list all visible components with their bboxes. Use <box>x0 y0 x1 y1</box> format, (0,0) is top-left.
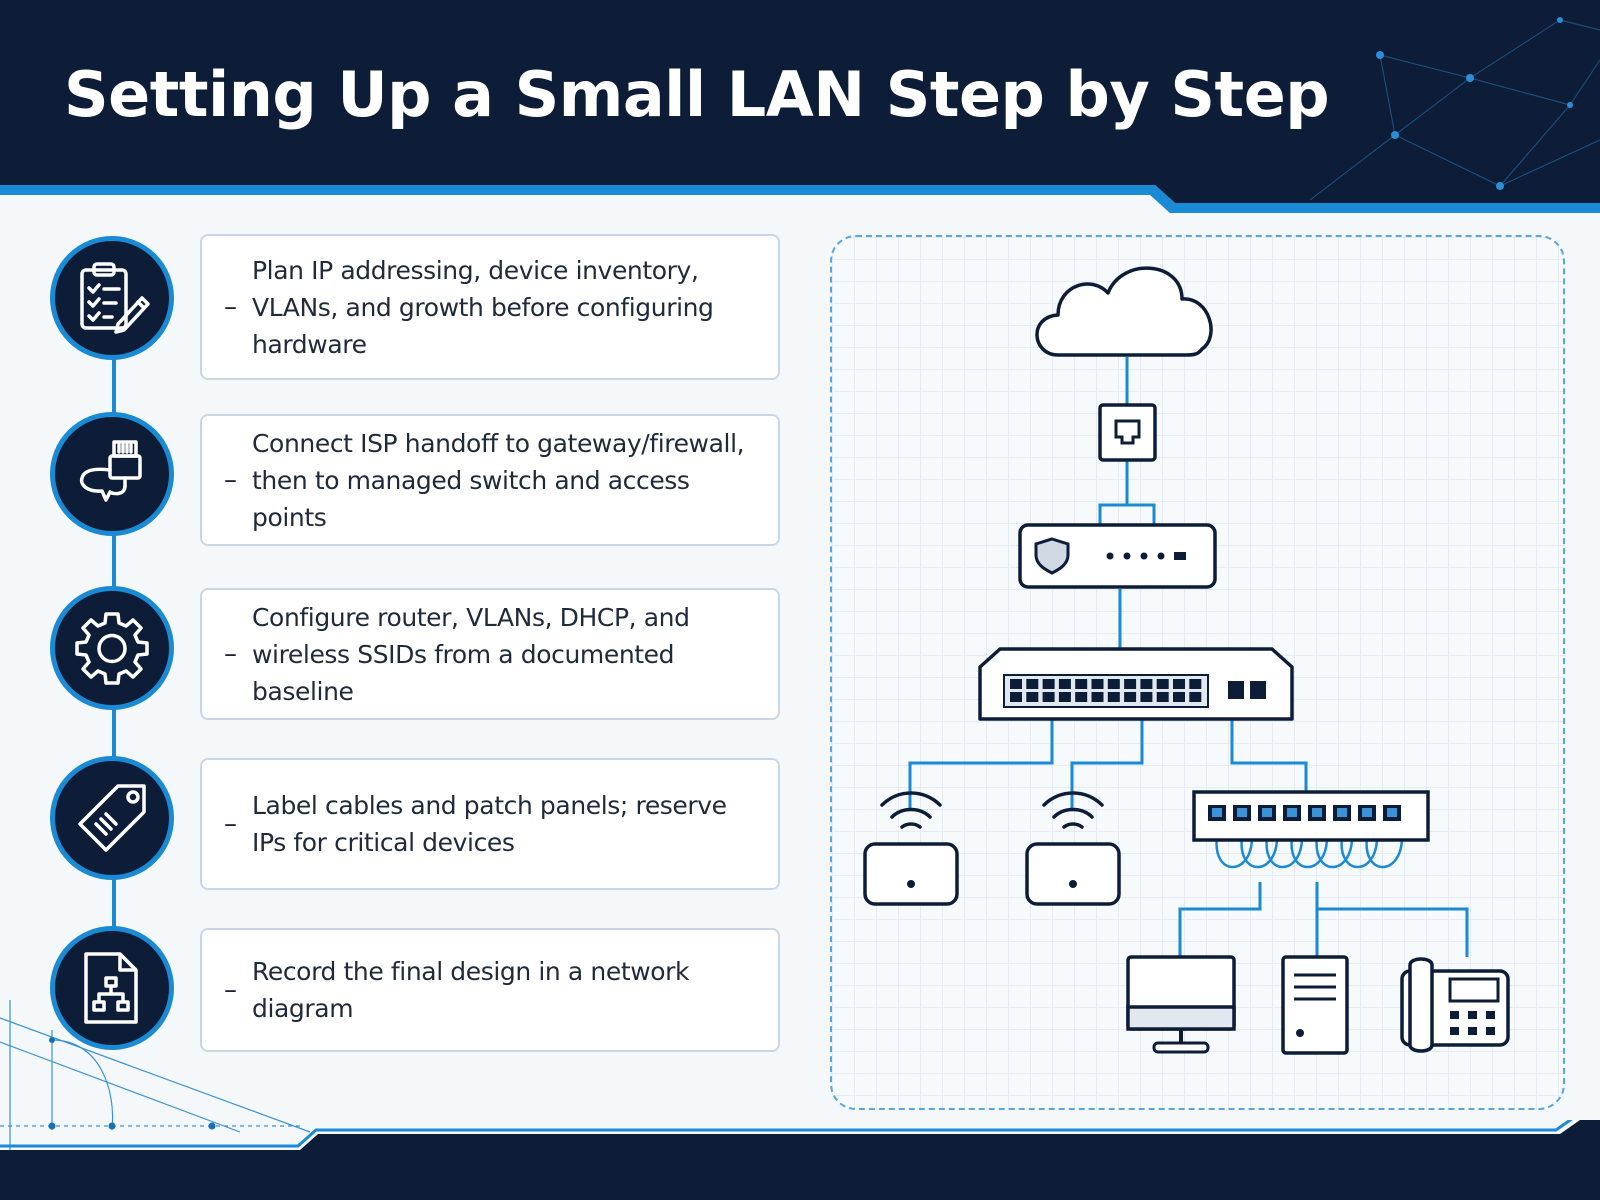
switch-port <box>1075 679 1088 689</box>
switch-port <box>1042 692 1055 702</box>
switch-port <box>1058 679 1071 689</box>
step-5-card: – Record the final design in a network d… <box>200 928 780 1052</box>
step-4-text: Label cables and patch panels; reserve I… <box>252 791 727 857</box>
footer-background <box>0 1120 1600 1200</box>
step-2-icon-badge <box>50 412 174 536</box>
patch-port-jack <box>1262 808 1272 817</box>
step-5-icon-badge <box>50 926 174 1050</box>
step-5-text: Record the final design in a network dia… <box>252 957 690 1023</box>
step-2-text: Connect ISP handoff to gateway/firewall,… <box>252 428 745 532</box>
network-mesh-decoration <box>1309 19 1600 201</box>
switch-port <box>1156 692 1169 702</box>
bullet-dash: – <box>224 809 237 839</box>
step-3-icon-badge <box>50 586 174 710</box>
server-tower-icon <box>1281 955 1349 1055</box>
step-4-card: – Label cables and patch panels; reserve… <box>200 758 780 890</box>
switch-port <box>1189 692 1202 702</box>
step-1-icon-badge <box>50 236 174 360</box>
managed-switch-icon <box>978 647 1294 721</box>
step-3-text: Configure router, VLANs, DHCP, and wirel… <box>252 602 690 706</box>
patch-port-jack <box>1362 808 1372 817</box>
internet-cloud-icon <box>1035 266 1213 357</box>
switch-port <box>1026 692 1039 702</box>
document-diagram-icon <box>84 952 138 1024</box>
wall-jack-icon <box>1098 403 1157 462</box>
page-title: Setting Up a Small LAN Step by Step <box>64 58 1330 131</box>
switch-port <box>1091 692 1104 702</box>
bullet-dash: – <box>224 975 237 1005</box>
patch-panel-icon <box>1192 790 1430 842</box>
header-background <box>0 0 1600 215</box>
header-banner: Setting Up a Small LAN Step by Step <box>0 0 1600 215</box>
switch-port <box>1124 679 1137 689</box>
switch-port <box>1140 692 1153 702</box>
bullet-dash: – <box>224 639 237 669</box>
switch-port <box>1042 679 1055 689</box>
network-diagram-panel <box>830 235 1565 1110</box>
switch-port <box>1107 692 1120 702</box>
ethernet-cable-icon <box>79 440 142 502</box>
switch-port <box>1026 679 1039 689</box>
switch-port <box>1010 692 1022 702</box>
patch-port-jack <box>1287 808 1297 817</box>
switch-port <box>1091 679 1104 689</box>
network-topology-diagram <box>863 266 1510 1055</box>
switch-port-grid <box>1010 679 1202 702</box>
patch-port-jack <box>1312 808 1322 817</box>
step-2-card: – Connect ISP handoff to gateway/firewal… <box>200 414 780 546</box>
gear-icon <box>75 612 149 685</box>
switch-port <box>1075 692 1088 702</box>
step-1-text: Plan IP addressing, device inventory, VL… <box>252 255 714 359</box>
step-4-icon-badge <box>50 756 174 880</box>
firewall-gateway-icon <box>1018 523 1217 589</box>
switch-port <box>1173 692 1185 702</box>
access-point-icon <box>1025 791 1121 906</box>
switch-port <box>1156 679 1169 689</box>
switch-port <box>1010 679 1022 689</box>
switch-port <box>1058 692 1071 702</box>
tag-label-icon <box>78 784 146 852</box>
bullet-dash: – <box>224 292 237 322</box>
switch-port <box>1189 679 1202 689</box>
footer-band <box>0 1120 1600 1200</box>
bullet-dash: – <box>224 465 237 495</box>
step-3-card: – Configure router, VLANs, DHCP, and wir… <box>200 588 780 720</box>
access-point-icon <box>863 791 959 906</box>
switch-port <box>1140 679 1153 689</box>
patch-port-jack <box>1237 808 1247 817</box>
patch-port-jack <box>1337 808 1347 817</box>
corner-line-decoration <box>0 1000 311 1160</box>
desktop-monitor-icon <box>1126 955 1236 1054</box>
patch-port-jack <box>1212 808 1222 817</box>
switch-port <box>1173 679 1185 689</box>
network-links <box>908 357 1469 957</box>
patch-panel-ports <box>1208 805 1401 821</box>
clipboard-checklist-icon <box>80 262 150 334</box>
step-1-card: – Plan IP addressing, device inventory, … <box>200 234 780 380</box>
switch-port <box>1124 692 1137 702</box>
ip-phone-icon <box>1400 957 1510 1053</box>
switch-port <box>1107 679 1120 689</box>
patch-port-jack <box>1387 808 1397 817</box>
